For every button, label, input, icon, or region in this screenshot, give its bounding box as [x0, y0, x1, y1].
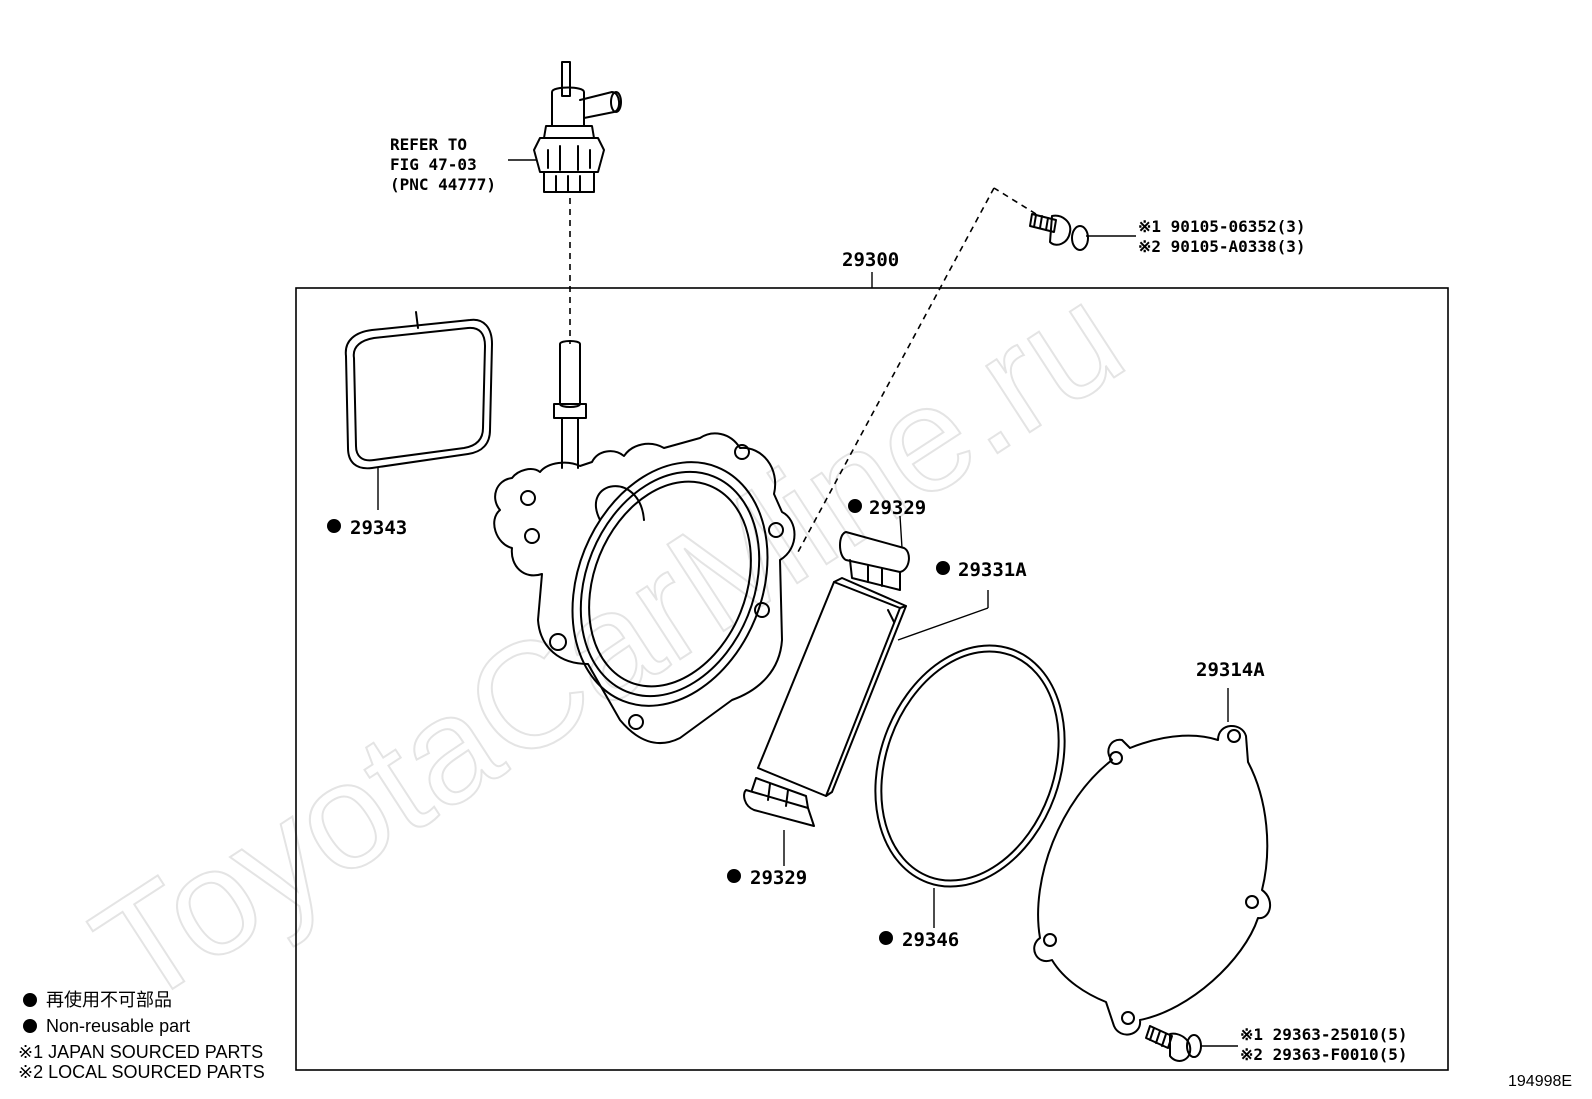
bolt-guide-line: [993, 187, 1037, 215]
watermark: ToyotaCarMine.ru: [66, 251, 1150, 1037]
refer-note-line1: REFER TO: [390, 135, 467, 154]
diagram-code: 194998E: [1508, 1073, 1572, 1090]
bolt-top-line2: ※2 90105-A0338(3): [1138, 237, 1306, 256]
pump-cover: [1033, 725, 1272, 1036]
refer-note-line3: (PNC 44777): [390, 175, 496, 194]
bolt-top: [1029, 213, 1089, 251]
legend: 再使用不可部品 Non-reusable part ※1 JAPAN SOURC…: [18, 990, 265, 1082]
rotor-vane: [757, 577, 907, 797]
nonreusable-bullet-icon: [327, 519, 341, 533]
assembly-part-number: 29300: [842, 249, 899, 271]
legend-bullet-icon: [23, 1019, 37, 1033]
legend-jp-nonreusable: 再使用不可部品: [46, 990, 172, 1010]
legend-nonreusable: Non-reusable part: [46, 1016, 190, 1036]
legend-local-sourced: ※2 LOCAL SOURCED PARTS: [18, 1062, 265, 1082]
part-label-cover: 29314A: [1196, 659, 1265, 681]
nonreusable-bullet-icon: [936, 561, 950, 575]
refer-note-line2: FIG 47-03: [390, 155, 477, 174]
nonreusable-bullet-icon: [879, 931, 893, 945]
legend-japan-sourced: ※1 JAPAN SOURCED PARTS: [18, 1042, 263, 1062]
part-label-cap-upper: 29329: [869, 497, 926, 519]
vane-cap-lower: [743, 777, 815, 827]
bolt-top-line1: ※1 90105-06352(3): [1138, 217, 1306, 236]
part-label-cap-lower: 29329: [750, 867, 807, 889]
nonreusable-bullet-icon: [848, 499, 862, 513]
nonreusable-bullet-icon: [727, 869, 741, 883]
o-ring: [874, 644, 1066, 888]
part-label-gasket: 29343: [350, 517, 407, 539]
bolt-bottom-line1: ※1 29363-25010(5): [1240, 1025, 1408, 1044]
gasket-seal: [344, 311, 493, 470]
part-label-vane: 29331A: [958, 559, 1027, 581]
part-label-o-ring: 29346: [902, 929, 959, 951]
vacuum-check-valve: [533, 61, 622, 193]
bolt-bottom: [1145, 1025, 1202, 1062]
bolt-bottom-line2: ※2 29363-F0010(5): [1240, 1045, 1408, 1064]
pump-housing: [493, 340, 796, 745]
vane-cap-upper: [839, 531, 910, 591]
legend-bullet-icon: [23, 993, 37, 1007]
